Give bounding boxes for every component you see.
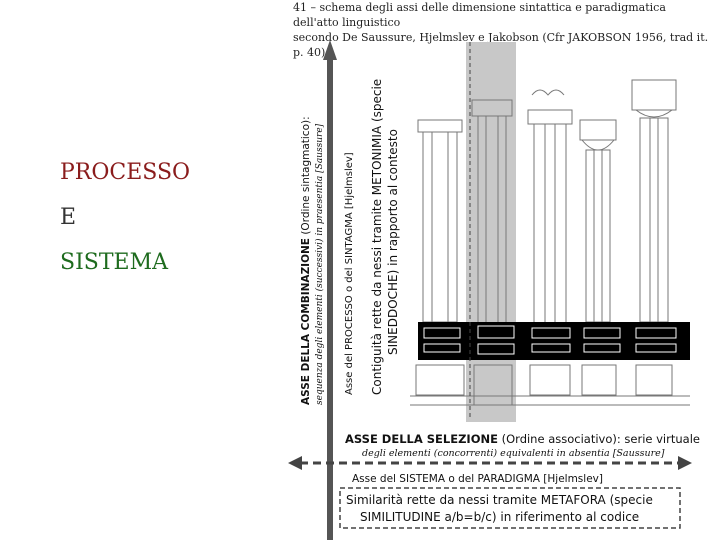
asse-combinazione-rest: (Ordine sintagmatico):: [300, 116, 312, 238]
asse-combinazione-title: ASSE DELLA COMBINAZIONE (Ordine sintagma…: [300, 116, 312, 405]
similarita-line-1: Similarità rette da nessi tramite METAFO…: [346, 493, 653, 507]
similarita-line-2: SIMILITUDINE a/b=b/c) in riferimento al …: [360, 510, 639, 524]
asse-processo-label: Asse del PROCESSO o del SINTAGMA [Hjelms…: [344, 152, 355, 395]
vertical-axis-arrow: [323, 40, 337, 540]
asse-selezione-rest: (Ordine associativo): serie virtuale: [498, 432, 700, 446]
asse-combinazione-bold: ASSE DELLA COMBINAZIONE: [300, 238, 312, 405]
asse-sistema-label: Asse del SISTEMA o del PARADIGMA [Hjelms…: [352, 473, 603, 485]
asse-selezione-bold: ASSE DELLA SELEZIONE: [345, 432, 498, 446]
asse-combinazione-subtitle: sequenza degli elementi (successivi) in …: [315, 124, 325, 405]
asse-selezione-subtitle: degli elementi (concorrenti) equivalenti…: [362, 448, 664, 459]
asse-selezione-title: ASSE DELLA SELEZIONE (Ordine associativo…: [345, 432, 700, 446]
contiguita-line-2: SINEDDOCHE) in rapporto al contesto: [386, 129, 400, 355]
contiguita-line-1: Contiguità rette da nessi tramite METONI…: [370, 79, 384, 395]
